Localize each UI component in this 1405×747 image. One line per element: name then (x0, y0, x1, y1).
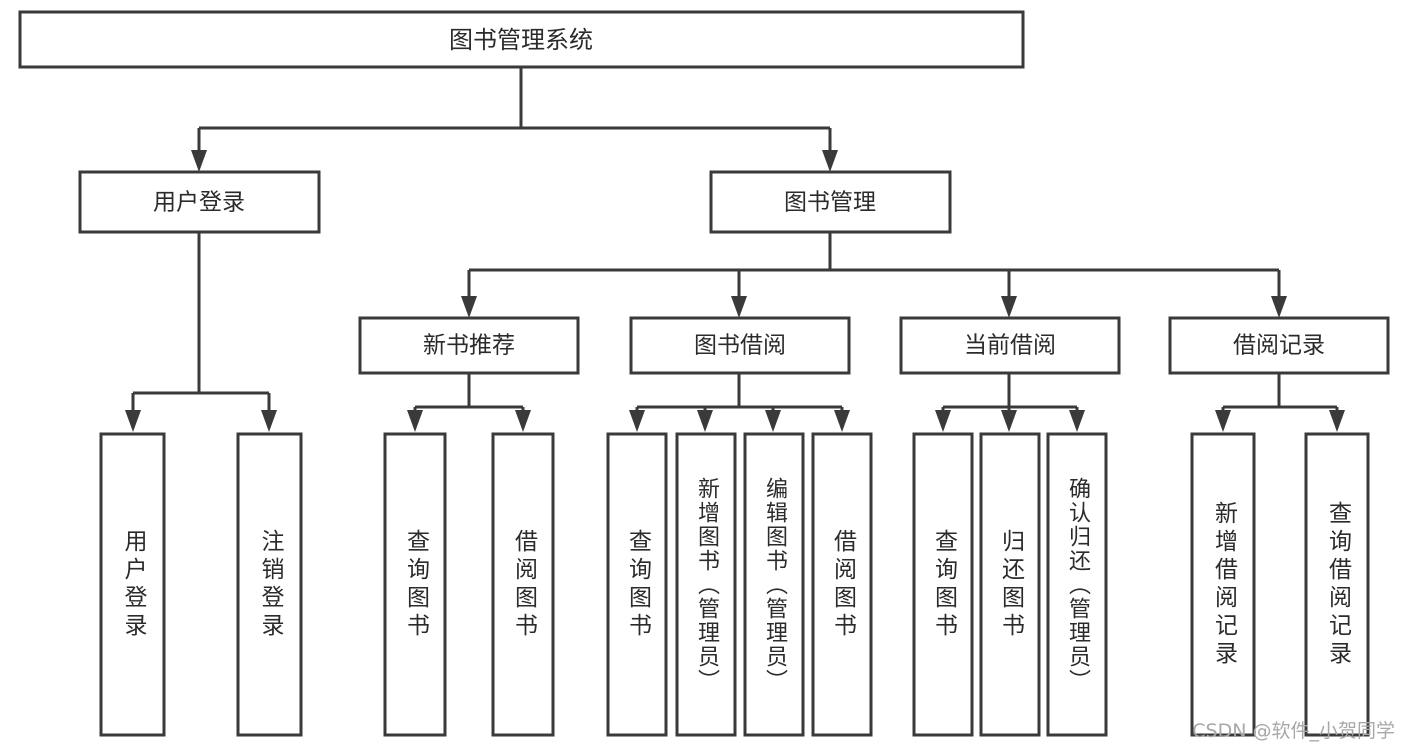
arrow-book-manage-to-c1 (461, 296, 477, 318)
node-book-manage-box[interactable] (709, 170, 952, 234)
arrow-new-book-to-leaf2 (515, 410, 531, 432)
leaf-return-book-box[interactable] (979, 432, 1041, 737)
arrow-current-borrow-to-leaf1 (935, 410, 951, 432)
node-borrow-record-label: 借阅记录 (1233, 333, 1325, 359)
arrow-book-borrow-to-leaf2 (697, 410, 713, 432)
arrow-new-book-to-leaf1 (407, 410, 423, 432)
leaf-borrow-book-2-box[interactable] (811, 432, 873, 737)
node-root-label: 图书管理系统 (449, 26, 593, 54)
node-user-login-box[interactable] (78, 170, 321, 234)
node-current-borrow-label: 当前借阅 (964, 333, 1056, 359)
arrow-book-borrow-to-leaf1 (629, 410, 645, 432)
leaf-query-book-3-box[interactable] (912, 432, 974, 737)
arrow-book-borrow-to-leaf3 (765, 410, 781, 432)
node-current-borrow[interactable]: 当前借阅 (899, 316, 1121, 375)
leaf-edit-book-box[interactable] (743, 432, 805, 737)
node-book-borrow-label: 图书借阅 (694, 333, 786, 359)
leaf-query-book-2-box[interactable] (606, 432, 668, 737)
node-root-box[interactable] (18, 10, 1025, 69)
arrow-current-borrow-to-leaf3 (1069, 410, 1085, 432)
arrow-book-manage-to-c2 (731, 296, 747, 318)
node-book-manage[interactable]: 图书管理 (709, 170, 952, 234)
arrow-root-to-book-manage (822, 150, 838, 172)
node-layer: 图书管理系统 用户登录 图书管理 新书推荐 图书借阅 (18, 10, 1390, 737)
arrow-book-manage-to-c4 (1271, 296, 1287, 318)
arrow-book-manage-to-c3 (1001, 296, 1017, 318)
leaf-logout-box[interactable] (236, 432, 303, 737)
leaf-add-record-box[interactable] (1190, 432, 1256, 737)
node-new-book-recommend-box[interactable] (358, 316, 580, 375)
node-current-borrow-box[interactable] (899, 316, 1121, 375)
node-new-book-recommend-label: 新书推荐 (423, 333, 515, 359)
node-borrow-record[interactable]: 借阅记录 (1168, 316, 1390, 375)
leaf-add-book-box[interactable] (675, 432, 737, 737)
node-user-login-label: 用户登录 (153, 190, 245, 216)
arrow-root-to-user-login (191, 150, 207, 172)
connector-layer (125, 67, 1345, 432)
leaf-user-login-box[interactable] (99, 432, 166, 737)
leaf-query-record-box[interactable] (1304, 432, 1370, 737)
arrow-user-login-to-leaf2 (261, 410, 277, 432)
leaf-confirm-return-box[interactable] (1046, 432, 1108, 737)
leaf-box-layer (99, 432, 1370, 737)
arrow-current-borrow-to-leaf2 (1001, 410, 1017, 432)
node-user-login[interactable]: 用户登录 (78, 170, 321, 234)
leaf-borrow-book-1-box[interactable] (491, 432, 555, 737)
arrow-user-login-to-leaf1 (125, 410, 141, 432)
arrow-borrow-record-to-leaf1 (1215, 410, 1231, 432)
node-new-book-recommend[interactable]: 新书推荐 (358, 316, 580, 375)
arrow-book-borrow-to-leaf4 (834, 410, 850, 432)
node-borrow-record-box[interactable] (1168, 316, 1390, 375)
leaf-query-book-1-box[interactable] (383, 432, 447, 737)
node-book-borrow-box[interactable] (629, 316, 851, 375)
arrow-borrow-record-to-leaf2 (1329, 410, 1345, 432)
node-book-manage-label: 图书管理 (784, 190, 876, 216)
node-book-borrow[interactable]: 图书借阅 (629, 316, 851, 375)
node-root[interactable]: 图书管理系统 (18, 10, 1025, 69)
